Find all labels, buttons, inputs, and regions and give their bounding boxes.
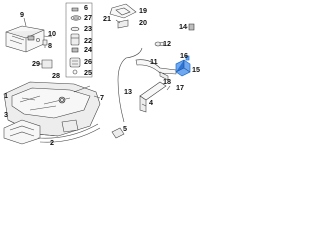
callout-29: 29 bbox=[32, 59, 40, 68]
hose-5 bbox=[111, 127, 125, 139]
callout-7: 7 bbox=[100, 93, 104, 102]
callout-1: 1 bbox=[4, 91, 8, 100]
hose-12 bbox=[154, 41, 165, 47]
callout-14: 14 bbox=[179, 22, 187, 31]
callout-19: 19 bbox=[139, 6, 147, 15]
callout-12: 12 bbox=[163, 39, 171, 48]
bolt-14 bbox=[188, 23, 195, 31]
callout-25: 25 bbox=[84, 68, 92, 77]
connector-8 bbox=[42, 39, 48, 48]
callout-20: 20 bbox=[139, 18, 147, 27]
callout-9: 9 bbox=[20, 10, 24, 19]
callout-6: 6 bbox=[84, 3, 88, 12]
tank-straps-2 bbox=[37, 123, 101, 143]
hose-18 bbox=[159, 71, 169, 81]
filler-valve-16 bbox=[175, 55, 191, 77]
callout-28: 28 bbox=[52, 71, 60, 80]
callout-23: 23 bbox=[84, 24, 92, 33]
filler-neck-4 bbox=[139, 81, 167, 113]
clip-20 bbox=[117, 19, 129, 29]
callout-18: 18 bbox=[163, 77, 171, 86]
callout-16: 16 bbox=[180, 51, 188, 60]
callout-3: 3 bbox=[4, 110, 8, 119]
callout-17: 17 bbox=[176, 83, 184, 92]
callout-27: 27 bbox=[84, 13, 92, 22]
callout-4: 4 bbox=[149, 98, 153, 107]
filler-pipe bbox=[135, 59, 182, 75]
callout-15: 15 bbox=[192, 65, 200, 74]
callout-13: 13 bbox=[124, 87, 132, 96]
fuel-filter-29 bbox=[38, 59, 53, 69]
clip-6 bbox=[71, 7, 79, 12]
callout-26: 26 bbox=[84, 57, 92, 66]
callout-11: 11 bbox=[150, 57, 158, 66]
heat-shield-3 bbox=[3, 119, 41, 145]
callout-5: 5 bbox=[123, 124, 127, 133]
parts-column bbox=[65, 2, 93, 78]
fuel-pump-module bbox=[5, 25, 53, 53]
lock-ring-19 bbox=[109, 3, 137, 19]
callout-2: 2 bbox=[50, 138, 54, 147]
callout-24: 24 bbox=[84, 45, 92, 54]
vent-tube-13 bbox=[117, 57, 127, 123]
parts-diagram: 9 10 8 29 28 6 27 23 22 24 26 25 bbox=[0, 0, 200, 147]
callout-10: 10 bbox=[48, 29, 56, 38]
fuel-system-diagram: 9 10 8 29 28 6 27 23 22 24 26 25 bbox=[3, 2, 200, 147]
callout-8: 8 bbox=[48, 41, 52, 50]
callout-21: 21 bbox=[103, 14, 111, 23]
callout-22: 22 bbox=[84, 36, 92, 45]
